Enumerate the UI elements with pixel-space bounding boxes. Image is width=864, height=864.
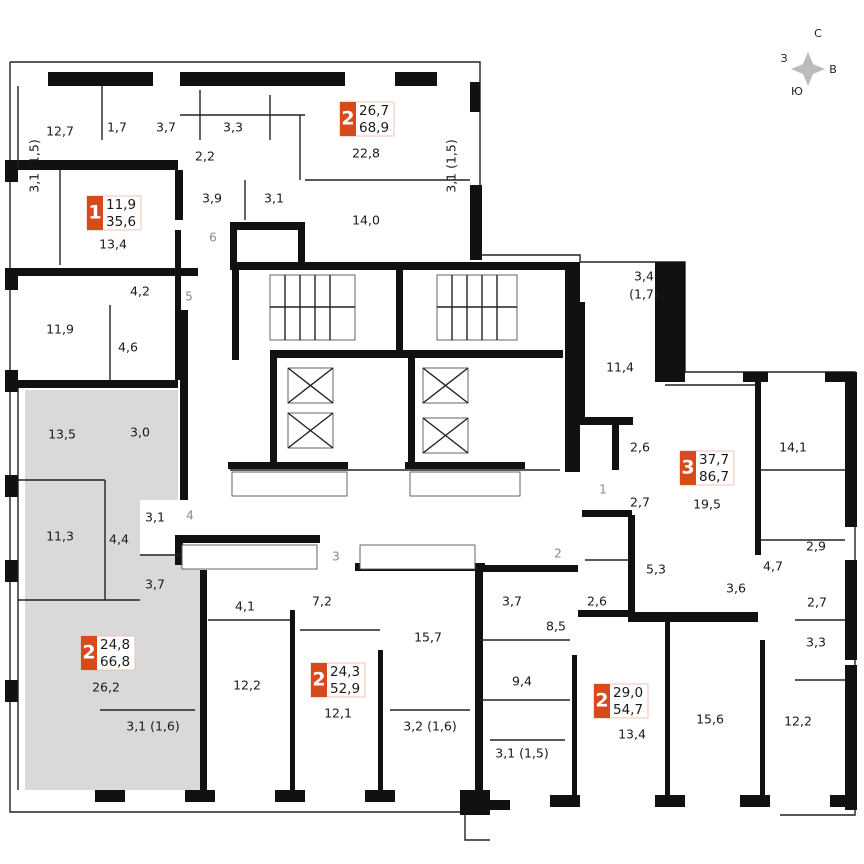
door-number: 1: [599, 483, 607, 497]
living-area: 11,9: [106, 197, 136, 213]
apartment-badge[interactable]: 2 26,7 68,9: [339, 101, 395, 137]
compass-west: З: [780, 52, 787, 65]
walls: [5, 72, 857, 815]
living-area: 29,0: [613, 685, 643, 701]
room-area: 22,8: [352, 146, 380, 161]
living-area: 26,7: [359, 103, 389, 119]
total-area: 35,6: [106, 214, 136, 230]
living-area: 37,7: [699, 452, 729, 468]
total-area: 68,9: [359, 120, 389, 136]
door-number: 4: [186, 509, 194, 523]
rooms-count: 2: [341, 108, 354, 130]
room-area: 5,3: [646, 562, 666, 577]
total-area: 54,7: [613, 702, 643, 718]
room-area: 4,6: [118, 340, 138, 355]
door-numbers: 1 2 3 4 5 6: [185, 231, 607, 564]
apartment-badge[interactable]: 1 11,9 35,6: [86, 195, 142, 231]
door-number: 3: [332, 550, 340, 564]
room-area: 9,4: [512, 674, 532, 689]
room-area: 15,6: [696, 712, 724, 727]
total-area: 52,9: [330, 681, 360, 697]
room-area: 3,9: [202, 191, 222, 206]
apartment-badge[interactable]: 2 24,8 66,8: [80, 635, 136, 671]
room-area: 11,4: [606, 360, 634, 375]
stairwell-left: [269, 274, 356, 341]
compass-south: Ю: [791, 85, 803, 98]
room-area: 3,7: [156, 120, 176, 135]
partitions: [17, 86, 845, 790]
room-area: 8,5: [546, 619, 566, 634]
door-number: 5: [185, 290, 193, 304]
rooms-count: 2: [595, 690, 608, 712]
room-area: 2,7: [807, 595, 827, 610]
room-area: 3,3: [806, 635, 826, 650]
room-area: 4,1: [235, 599, 255, 614]
room-area: 4,2: [130, 284, 150, 299]
highlighted-balcony-fill: [118, 712, 193, 742]
room-area: 2,6: [587, 594, 607, 609]
room-area: 13,4: [99, 237, 127, 252]
room-area: 2,9: [806, 539, 826, 554]
room-area: 12,7: [46, 124, 74, 139]
room-area: 3,1 (1,6): [126, 719, 180, 734]
room-area: (1,7): [629, 287, 659, 302]
room-area: 26,2: [92, 680, 120, 695]
room-area: 11,9: [46, 322, 74, 337]
room-area: 3,4: [634, 269, 654, 284]
room-area: 3,0: [130, 425, 150, 440]
room-area: 14,0: [352, 213, 380, 228]
compass-east: В: [829, 63, 837, 76]
rooms-count: 2: [82, 642, 95, 664]
room-area: 3,2 (1,6): [403, 719, 457, 734]
room-area: 19,5: [693, 497, 721, 512]
room-area: 4,4: [109, 532, 129, 547]
rooms-count: 3: [681, 457, 694, 479]
compass-north: С: [814, 27, 822, 40]
room-area: 3,7: [502, 594, 522, 609]
room-area: 12,2: [233, 678, 261, 693]
total-area: 66,8: [100, 654, 130, 670]
room-area: 13,4: [618, 727, 646, 742]
apartment-badge[interactable]: 2 29,0 54,7: [593, 683, 649, 719]
room-area: 7,2: [312, 594, 332, 609]
room-area: 11,3: [46, 529, 74, 544]
room-area: 12,1: [324, 706, 352, 721]
room-area: 1,7: [107, 120, 127, 135]
room-area: 3,6: [726, 581, 746, 596]
total-area: 86,7: [699, 469, 729, 485]
room-area: 3,1 (1,5): [495, 746, 549, 761]
living-area: 24,3: [330, 664, 360, 680]
rooms-count: 1: [88, 202, 101, 224]
room-area: 15,7: [414, 630, 442, 645]
room-area: 3,1: [264, 191, 284, 206]
apartment-badge[interactable]: 2 24,3 52,9: [310, 662, 366, 698]
door-number: 2: [554, 547, 562, 561]
compass-rose: С З В Ю: [780, 27, 836, 98]
room-area: 12,2: [784, 714, 812, 729]
room-area: 14,1: [779, 440, 807, 455]
room-area: 3,3: [223, 120, 243, 135]
utility-shafts: [181, 471, 521, 570]
room-area: 2,7: [630, 495, 650, 510]
room-area: 3,1: [145, 510, 165, 525]
room-area: 3,1 (1,5): [27, 139, 42, 193]
room-area: 3,7: [145, 577, 165, 592]
room-area: 2,6: [630, 440, 650, 455]
living-area: 24,8: [100, 637, 130, 653]
highlighted-apartment-fill: [18, 390, 205, 790]
room-area: 4,7: [763, 559, 783, 574]
room-area: 2,2: [195, 149, 215, 164]
room-labels: 12,7 1,7 3,7 3,3 2,2 22,8 3,1 (1,5) 3,1 …: [27, 120, 827, 761]
door-number: 6: [209, 231, 217, 245]
room-area: 13,5: [48, 427, 76, 442]
room-area: 3,1 (1,5): [444, 139, 459, 193]
apartment-badge[interactable]: 3 37,7 86,7: [679, 450, 735, 486]
elevators: [287, 367, 469, 454]
rooms-count: 2: [312, 669, 325, 691]
stairwell-right: [436, 274, 518, 341]
